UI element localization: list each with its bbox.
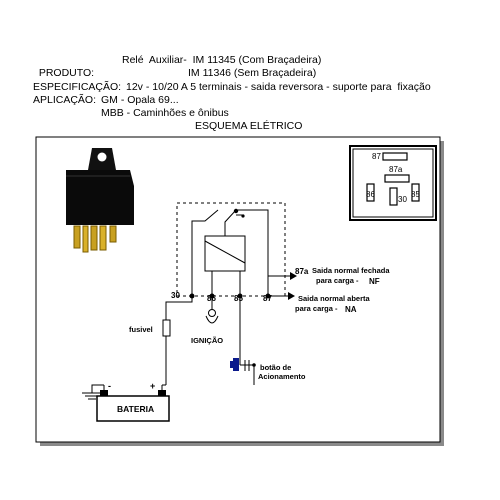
battery — [96, 384, 170, 422]
label-87a: 87a — [295, 267, 309, 276]
fuse — [162, 319, 171, 337]
connector-label-30: 30 — [398, 195, 407, 204]
connector-pinout: 87 87a 86 85 30 — [349, 145, 437, 221]
button-label-line2: Acionamento — [258, 372, 306, 381]
battery-minus: - — [108, 381, 111, 391]
switch-pivot — [233, 208, 239, 214]
switch-contact — [241, 214, 245, 218]
label-85: 85 — [234, 294, 243, 303]
relay-photo — [66, 148, 134, 253]
na-arrow — [288, 292, 295, 300]
produto-line2: IM 11346 (Sem Braçadeira) — [188, 67, 317, 79]
nf-arrow — [290, 272, 297, 280]
na-suffix: NA — [345, 305, 357, 314]
external-wiring — [91, 296, 255, 393]
ignition-label: IGNIÇÃO — [191, 336, 223, 345]
battery-label: BATERIA — [117, 404, 154, 414]
fuse-label: fusivel — [129, 325, 153, 334]
connector-label-85: 85 — [411, 190, 420, 199]
connector-label-87: 87 — [372, 152, 381, 161]
aplicacao-value2: MBB - Caminhões e ônibus — [101, 107, 229, 119]
connector-label-86: 86 — [366, 190, 375, 199]
produto-label: PRODUTO: — [38, 67, 95, 79]
especificacao-value: 12v - 10/20 A 5 terminais - saida revers… — [126, 81, 431, 93]
push-button-symbol — [230, 358, 256, 371]
ignition-symbol — [205, 309, 219, 324]
schematic-title: ESQUEMA ELÉTRICO — [195, 120, 303, 132]
nf-suffix: NF — [369, 277, 380, 286]
relay-coil — [204, 235, 246, 272]
button-label-line1: botão de — [260, 363, 291, 372]
relay-body-outline — [176, 202, 286, 297]
label-87: 87 — [263, 294, 272, 303]
aplicacao-label: APLICAÇÃO: — [33, 94, 97, 106]
produto-line1: Relé Auxiliar- IM 11345 (Com Braçadeira) — [122, 54, 322, 66]
label-30: 30 — [171, 291, 180, 300]
aplicacao-value1: GM - Opala 69... — [101, 94, 179, 106]
label-86: 86 — [207, 294, 216, 303]
produto-row: PRODUTO: — [33, 54, 94, 80]
na-line2: para carga - — [295, 304, 338, 313]
connector-label-87a: 87a — [389, 165, 403, 174]
na-line1: Saida normal aberta — [298, 294, 371, 303]
especificacao-label: ESPECIFICAÇÃO: — [33, 81, 122, 93]
nf-line1: Saida normal fechada — [312, 266, 390, 275]
battery-plus: + — [150, 381, 155, 391]
nf-line2: para carga - — [316, 276, 359, 285]
